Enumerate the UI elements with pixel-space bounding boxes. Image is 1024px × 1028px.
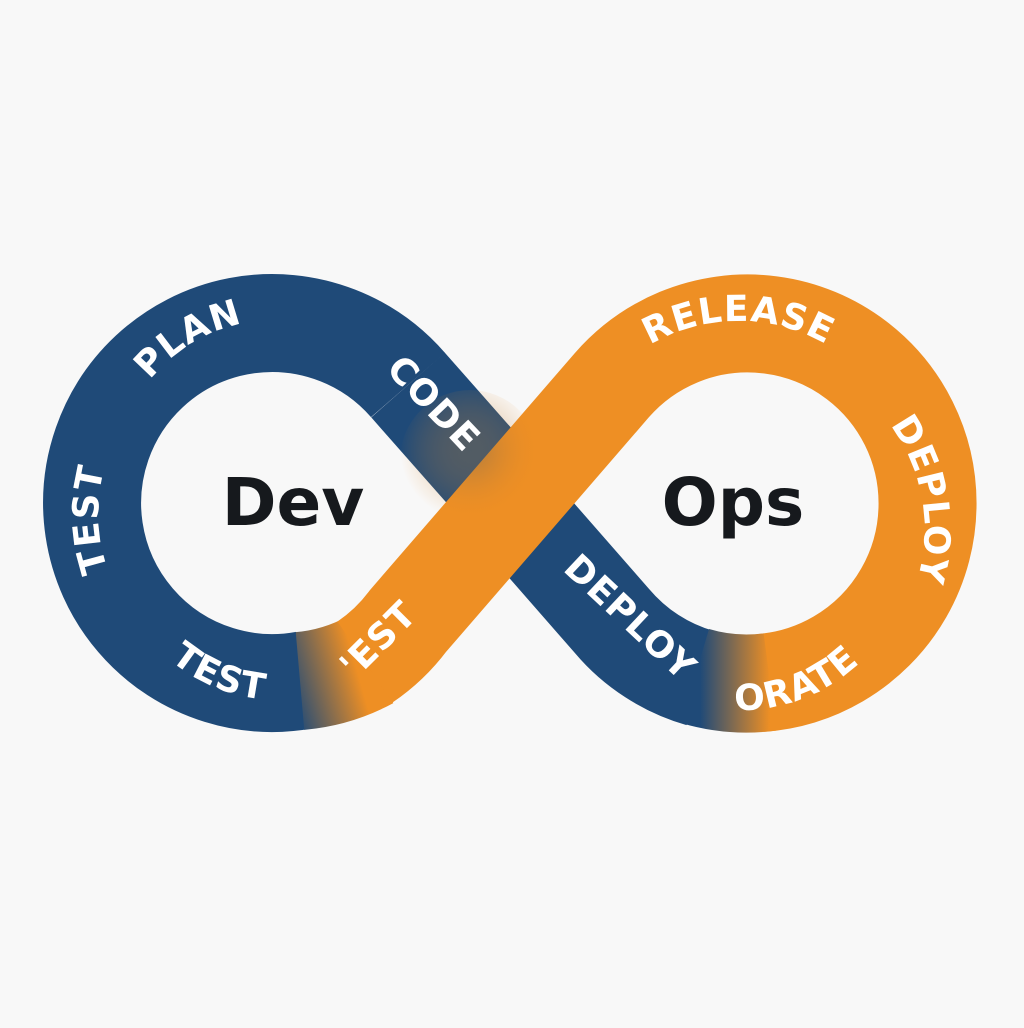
- center-label-dev: Dev: [222, 464, 365, 541]
- ops-band: [294, 274, 977, 733]
- center-label-ops: Ops: [662, 464, 805, 541]
